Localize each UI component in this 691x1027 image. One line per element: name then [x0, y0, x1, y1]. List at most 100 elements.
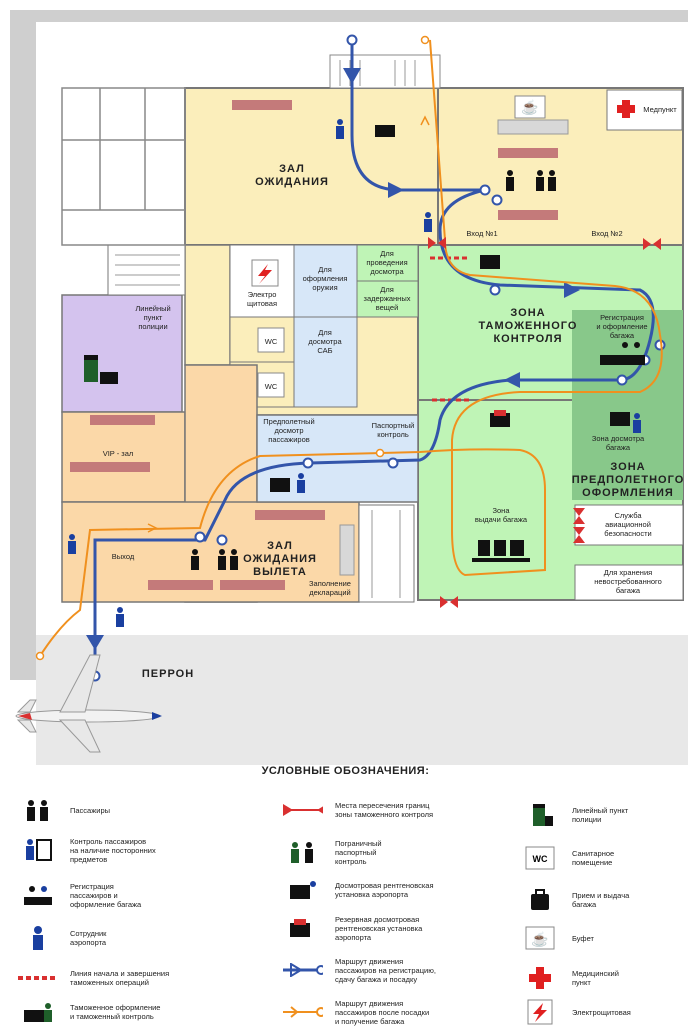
aviation-security-room: [574, 504, 684, 546]
service-rooms-nw: [61, 87, 186, 246]
arrival-route-icon: [283, 997, 323, 1027]
border-crossing-markers: [428, 237, 661, 608]
border-crossing-icon: [283, 795, 323, 825]
legend-text: Пассажиры: [70, 805, 111, 815]
staff-icon: [18, 923, 58, 953]
waiting-hall: [184, 87, 439, 246]
corridor-west: [184, 244, 231, 366]
passengers-icon: [18, 795, 58, 825]
stairs-south: [358, 504, 415, 603]
benches: [70, 100, 558, 590]
customs-control-icon: [18, 997, 58, 1027]
reserve-xray-top: [494, 410, 506, 416]
staff-icon: [68, 119, 641, 627]
medical-icon: [520, 963, 560, 993]
arrival-route: [39, 39, 663, 657]
police-icon: [520, 800, 560, 830]
preflight-zone: [572, 310, 683, 500]
customs-line-icon: [18, 963, 58, 993]
airplane-icon: [15, 654, 162, 753]
security-check-icon: [18, 835, 58, 865]
xray-icon: [270, 125, 630, 492]
weapons-room: [293, 244, 358, 318]
passport-control-icon: [283, 837, 323, 867]
legend-item: Электрощитовая: [520, 997, 691, 1027]
buffet-icon: ☕: [520, 923, 560, 953]
label-wc1: WC: [265, 337, 278, 346]
label-apron: ПЕРРОН: [142, 668, 194, 680]
check-in-icon: [600, 342, 645, 365]
svg-text:☕: ☕: [531, 930, 548, 948]
departure-route-arrows: [86, 68, 580, 650]
buffet-icon: [514, 95, 546, 119]
check-in-icon: [18, 880, 58, 910]
reserve-xray-icon: [490, 413, 510, 427]
label-medpoint: Медпункт: [643, 105, 677, 114]
legend-title: УСЛОВНЫЕ ОБОЗНАЧЕНИЯ:: [261, 765, 430, 777]
declaration-desk: [339, 524, 355, 576]
buffet-counter: [497, 119, 569, 135]
route-nodes: [89, 34, 666, 682]
reserve-xray-icon: [283, 913, 323, 943]
legend-item: ☕ Буфет: [520, 923, 691, 953]
label-exit: Выход: [112, 552, 135, 561]
arrival-route-nodes: [35, 35, 430, 661]
departure-route-icon: [283, 955, 323, 985]
detained-room: [356, 280, 419, 318]
label-entrance2: Вход №2: [591, 229, 622, 238]
svg-text:WC: WC: [533, 854, 548, 864]
label-vip: VIP - зал: [103, 449, 134, 458]
wc-icon-2: [257, 372, 285, 398]
baggage-icon: [520, 885, 560, 915]
legend-item: Пассажиры: [18, 795, 210, 825]
xray-icon: [283, 875, 323, 905]
legend-text: Электрощитовая: [572, 1007, 631, 1017]
legend-text: Буфет: [572, 933, 594, 943]
vip-hall: [61, 411, 186, 503]
electrical-icon: [520, 997, 560, 1027]
